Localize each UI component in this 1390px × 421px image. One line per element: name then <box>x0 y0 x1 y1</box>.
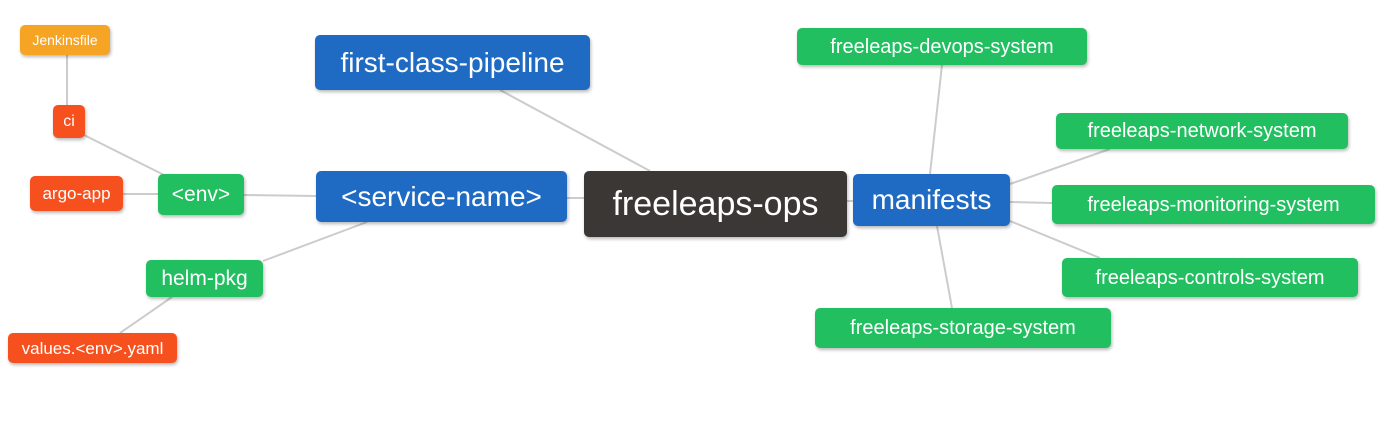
node-freeleaps-controls-system[interactable]: freeleaps-controls-system <box>1062 258 1358 297</box>
node-freeleaps-network-system[interactable]: freeleaps-network-system <box>1056 113 1348 149</box>
node-manifests[interactable]: manifests <box>853 174 1010 226</box>
edge-first-class-pipeline-freeleaps-ops <box>499 89 651 172</box>
edge-manifests-freeleaps-monitoring-system <box>1009 201 1053 204</box>
node-jenkinsfile[interactable]: Jenkinsfile <box>20 25 110 55</box>
node-env[interactable]: <env> <box>158 174 244 215</box>
edge-manifests-freeleaps-storage-system <box>936 225 953 309</box>
node-helm-pkg[interactable]: helm-pkg <box>146 260 263 297</box>
edge-manifests-freeleaps-controls-system <box>1009 220 1101 259</box>
node-first-class-pipeline[interactable]: first-class-pipeline <box>315 35 590 90</box>
node-freeleaps-monitoring-system[interactable]: freeleaps-monitoring-system <box>1052 185 1375 224</box>
node-service-name[interactable]: <service-name> <box>316 171 567 222</box>
node-freeleaps-ops[interactable]: freeleaps-ops <box>584 171 847 237</box>
node-freeleaps-devops-system[interactable]: freeleaps-devops-system <box>797 28 1087 65</box>
node-freeleaps-storage-system[interactable]: freeleaps-storage-system <box>815 308 1111 348</box>
node-ci[interactable]: ci <box>53 105 85 138</box>
edge-env-service-name <box>243 194 317 197</box>
edge-ci-env <box>81 133 169 178</box>
edge-manifests-freeleaps-devops-system <box>929 64 943 175</box>
edge-manifests-freeleaps-network-system <box>1009 148 1111 185</box>
node-values-env-yaml[interactable]: values.<env>.yaml <box>8 333 177 363</box>
node-argo-app[interactable]: argo-app <box>30 176 123 211</box>
edge-helm-pkg-values-env-yaml <box>119 296 173 334</box>
edge-service-name-helm-pkg <box>262 221 368 262</box>
